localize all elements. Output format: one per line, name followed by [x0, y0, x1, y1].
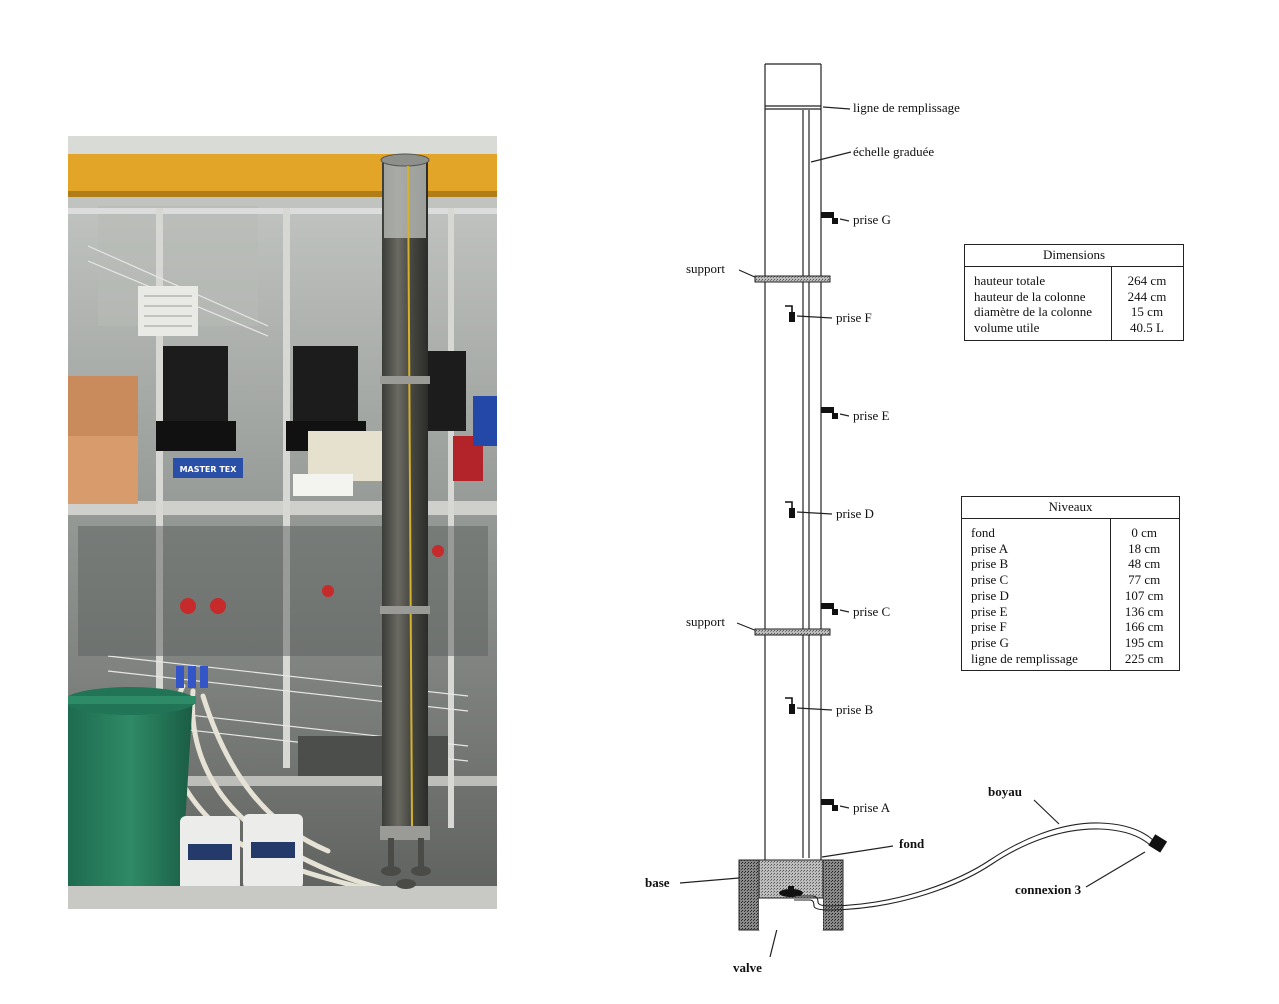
- label-prise-c: prise C: [853, 604, 891, 619]
- label-prise-b: prise B: [836, 702, 874, 717]
- taps-right: [821, 212, 838, 811]
- dimensions-title: Dimensions: [965, 245, 1183, 267]
- connector-icon: [1148, 834, 1168, 853]
- label-support-top: support: [686, 261, 725, 276]
- levels-title: Niveaux: [962, 497, 1179, 519]
- tap-B-icon: [789, 704, 795, 714]
- label-boyau: boyau: [988, 784, 1022, 799]
- label-fond: fond: [899, 836, 925, 851]
- tap-G-icon: [821, 212, 838, 224]
- column-base: [738, 859, 844, 931]
- box-label: MASTER TEX: [180, 465, 238, 474]
- label-fill-line: ligne de remplissage: [853, 100, 960, 115]
- label-prise-a: prise A: [853, 800, 891, 815]
- label-graduated-scale: échelle graduée: [853, 144, 935, 159]
- label-base: base: [645, 875, 670, 890]
- support-bottom: [754, 628, 831, 636]
- label-prise-g: prise G: [853, 212, 891, 227]
- label-valve: valve: [733, 960, 762, 975]
- label-prise-e: prise E: [853, 408, 890, 423]
- label-support-bottom: support: [686, 614, 725, 629]
- valve-icon: [779, 886, 803, 897]
- label-connexion: connexion 3: [1015, 882, 1082, 897]
- tap-F-icon: [789, 312, 795, 322]
- tap-E-icon: [821, 407, 838, 419]
- label-prise-f: prise F: [836, 310, 872, 325]
- hose: [794, 822, 1154, 911]
- support-top: [754, 275, 831, 283]
- column-photo: MASTER TEX: [68, 136, 497, 909]
- taps-left: [785, 305, 795, 714]
- lab-photo-illustration: MASTER TEX: [68, 136, 497, 909]
- tap-A-icon: [821, 799, 838, 811]
- tap-D-icon: [789, 508, 795, 518]
- label-prise-d: prise D: [836, 506, 874, 521]
- tap-C-icon: [821, 603, 838, 615]
